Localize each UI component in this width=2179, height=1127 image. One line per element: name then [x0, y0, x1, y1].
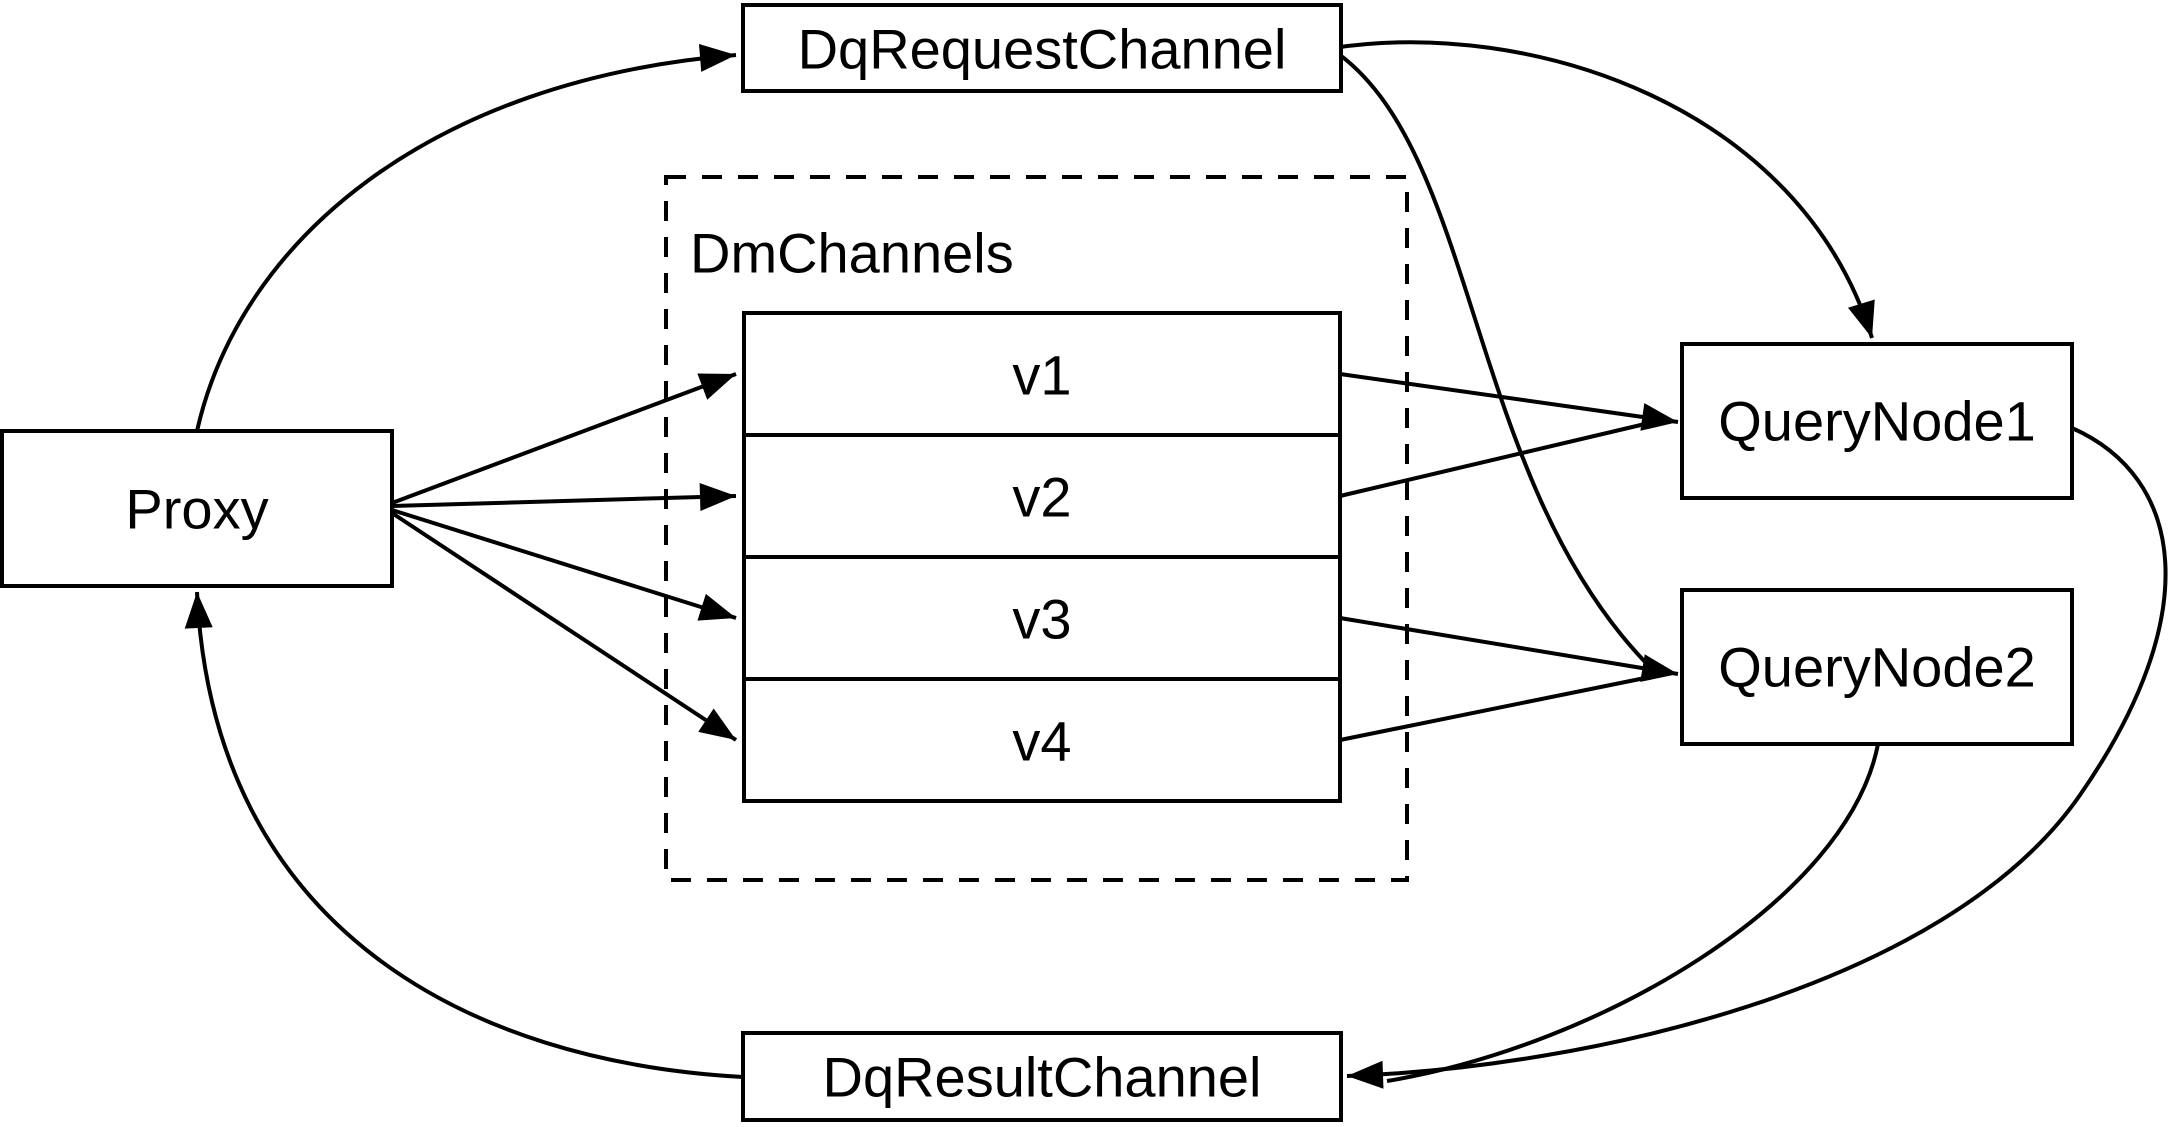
dq-result-channel-label: DqResultChannel [823, 1046, 1262, 1109]
dm-channels-label: DmChannels [690, 222, 1014, 285]
edge-v4-to-query-node-2 [1339, 676, 1646, 742]
node-proxy: Proxy [0, 429, 394, 588]
dq-request-channel-label: DqRequestChannel [798, 18, 1287, 81]
edge-proxy-to-v2 [391, 483, 737, 512]
node-dq-request-channel: DqRequestChannel [741, 3, 1343, 93]
dm-channels-boundary [664, 175, 1409, 882]
node-channel-stack: v1 v2 v3 v4 [742, 311, 1342, 803]
dq-request-channel-box [741, 3, 1343, 93]
proxy-label: Proxy [125, 478, 268, 541]
group-dm-channels: DmChannels [664, 175, 1409, 882]
edge-proxy-to-dq-request-channel [195, 43, 737, 432]
dq-result-channel-box [741, 1031, 1343, 1122]
edge-query-node-1-to-dq-result-channel [1346, 426, 2168, 1089]
channel-v4-label: v4 [1012, 710, 1071, 773]
edge-dq-request-channel-to-query-node-2 [1331, 48, 1652, 669]
edge-dq-request-channel-to-query-node-1 [1332, 40, 1875, 339]
edge-v1-to-query-node-1 [1339, 372, 1679, 431]
node-query-node-2: QueryNode2 [1680, 588, 2074, 746]
query-node-1-label: QueryNode1 [1718, 390, 2036, 453]
proxy-box [0, 429, 394, 588]
edge-proxy-to-v1 [391, 372, 737, 505]
edge-proxy-to-v3 [391, 508, 737, 621]
query-node-2-label: QueryNode2 [1718, 636, 2036, 699]
query-node-1-box [1680, 342, 2074, 500]
edge-v3-to-query-node-2 [1339, 616, 1679, 682]
edge-proxy-to-v4 [390, 511, 738, 742]
edges-layer [184, 40, 2168, 1089]
node-dq-result-channel: DqResultChannel [741, 1031, 1343, 1122]
edge-dq-result-channel-to-proxy [184, 591, 744, 1079]
channel-v3-label: v3 [1012, 588, 1071, 651]
channel-v2-label: v2 [1012, 466, 1071, 529]
edge-v2-to-query-node-1 [1339, 422, 1646, 498]
edge-query-node-2-to-dq-result-channel [1386, 743, 1880, 1083]
node-query-node-1: QueryNode1 [1680, 342, 2074, 500]
channel-v1-label: v1 [1012, 344, 1071, 407]
query-node-2-box [1680, 588, 2074, 746]
